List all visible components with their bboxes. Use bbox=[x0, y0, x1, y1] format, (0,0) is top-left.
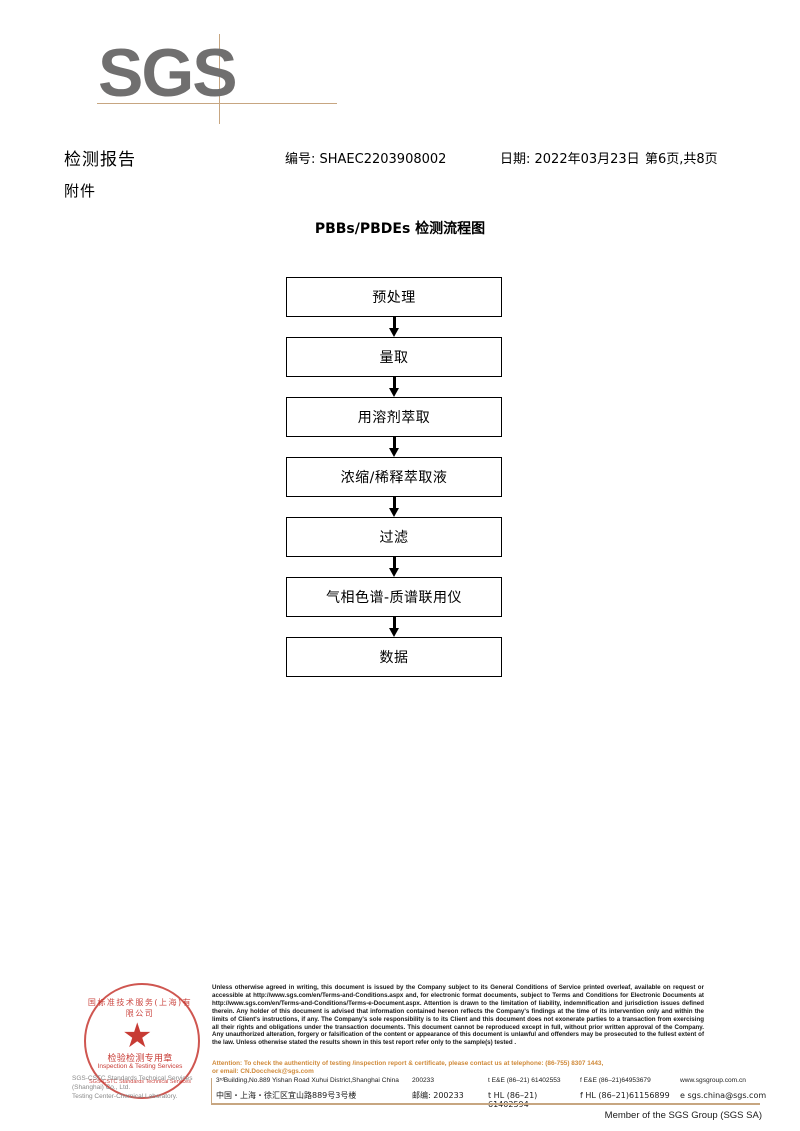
telephone-ee: t E&E (86–21) 61402553 bbox=[488, 1077, 561, 1084]
stamp-circle bbox=[84, 983, 200, 1099]
report-number: 编号: SHAEC2203908002 bbox=[285, 152, 447, 167]
flow-step-box: 过滤 bbox=[286, 517, 502, 557]
contact-block: 3ʳᵈBuilding,No.889 Yishan Road Xuhui Dis… bbox=[216, 1077, 786, 1109]
page-title: 检测报告 bbox=[64, 150, 136, 170]
logo-wordmark: SGS bbox=[98, 35, 238, 111]
fax-ee: f E&E (86–21)64953679 bbox=[580, 1077, 651, 1084]
zip-chinese: 邮编: 200233 bbox=[412, 1091, 464, 1100]
flow-step-box: 浓缩/稀释萃取液 bbox=[286, 457, 502, 497]
sgs-logo: SGS bbox=[97, 34, 337, 124]
stamp-chinese-text: 检验检测专用章 bbox=[107, 1054, 173, 1064]
address-chinese: 中国・上海・徐汇区宜山路889号3号楼 bbox=[216, 1091, 357, 1100]
flow-arrow-down-icon bbox=[286, 617, 502, 637]
laboratory-name-line1: SGS-CSTC Standards Technical Services (S… bbox=[72, 1075, 193, 1091]
attention-notice: Attention: To check the authenticity of … bbox=[212, 1060, 707, 1077]
flow-step-box: 量取 bbox=[286, 337, 502, 377]
stamp-english-text: Inspection & Testing Services bbox=[97, 1063, 183, 1070]
flow-arrow-down-icon bbox=[286, 497, 502, 517]
stamp-company-arc: 国标准技术服务(上海)有限公司 bbox=[87, 998, 193, 1018]
footer-vertical-divider bbox=[211, 1078, 212, 1105]
zip-english: 200233 bbox=[412, 1077, 435, 1084]
logo-horizontal-rule bbox=[97, 103, 337, 104]
flow-step-box: 预处理 bbox=[286, 277, 502, 317]
stamp-bottom-arc: SGS-CSTC Standards Technical Services bbox=[89, 1079, 191, 1085]
telephone-hl: t HL (86–21) 61402594 bbox=[488, 1091, 538, 1109]
logo-vertical-rule bbox=[219, 34, 220, 124]
star-icon: ★ bbox=[122, 1017, 153, 1055]
flow-arrow-down-icon bbox=[286, 437, 502, 457]
flow-arrow-down-icon bbox=[286, 377, 502, 397]
flow-step-box: 数据 bbox=[286, 637, 502, 677]
attention-line-2: or email: CN.Doccheck@sgs.com bbox=[212, 1068, 314, 1076]
official-stamp: 国标准技术服务(上海)有限公司 ★ 检验检测专用章 Inspection & T… bbox=[84, 983, 200, 1099]
laboratory-name: SGS-CSTC Standards Technical Services (S… bbox=[72, 1074, 212, 1101]
fax-hl: f HL (86–21)61156899 bbox=[580, 1091, 670, 1100]
contact-row: 3ʳᵈBuilding,No.889 Yishan Road Xuhui Dis… bbox=[216, 1077, 786, 1090]
flowchart-title: PBBs/PBDEs 检测流程图 bbox=[314, 221, 486, 237]
report-date: 日期: 2022年03月23日 bbox=[500, 152, 640, 167]
laboratory-name-line2: Testing Center-Chemical Laboratory. bbox=[72, 1093, 178, 1100]
website-link[interactable]: www.sgsgroup.com.cn bbox=[680, 1077, 746, 1084]
page-number: 第6页,共8页 bbox=[645, 152, 718, 167]
flow-arrow-down-icon bbox=[286, 557, 502, 577]
flowchart: 预处理 量取 用溶剂萃取 浓缩/稀释萃取液 过滤 气相色谱-质谱联用仪 数据 bbox=[286, 277, 504, 677]
attention-line-1: Attention: To check the authenticity of … bbox=[212, 1060, 604, 1067]
contact-row: 中国・上海・徐汇区宜山路889号3号楼 邮编: 200233 t HL (86–… bbox=[216, 1090, 786, 1109]
member-of-group-text: Member of the SGS Group (SGS SA) bbox=[604, 1110, 762, 1121]
terms-and-conditions-text: Unless otherwise agreed in writing, this… bbox=[212, 984, 704, 1047]
flow-step-box: 气相色谱-质谱联用仪 bbox=[286, 577, 502, 617]
address-english: 3ʳᵈBuilding,No.889 Yishan Road Xuhui Dis… bbox=[216, 1077, 399, 1084]
footer-horizontal-rule bbox=[211, 1103, 760, 1105]
email-link[interactable]: e sgs.china@sgs.com bbox=[680, 1091, 767, 1100]
flow-arrow-down-icon bbox=[286, 317, 502, 337]
attachment-label: 附件 bbox=[64, 182, 97, 200]
flow-step-box: 用溶剂萃取 bbox=[286, 397, 502, 437]
